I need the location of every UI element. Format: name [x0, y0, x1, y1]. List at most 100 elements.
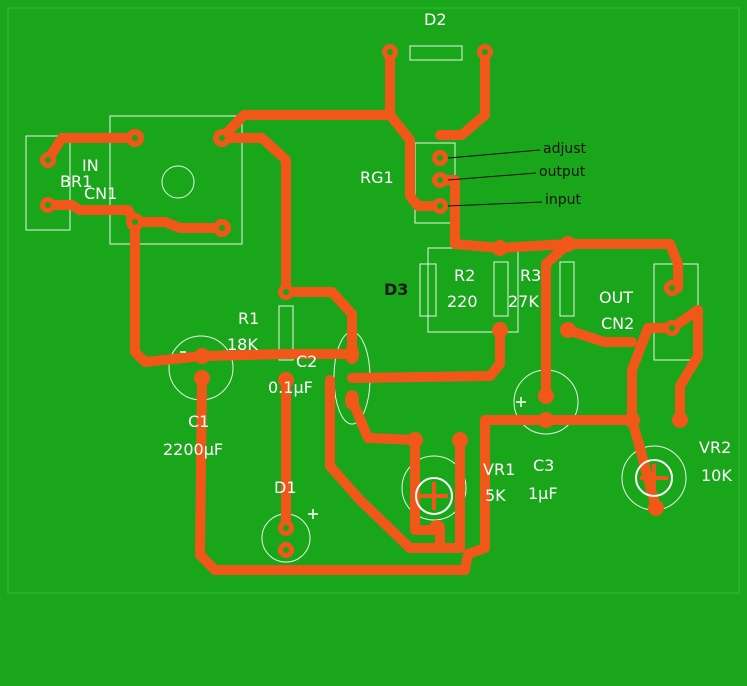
- trace-cn1-to-r1: [217, 133, 291, 297]
- pot-adjust-marks: [415, 459, 673, 515]
- label-d1: D1: [274, 478, 297, 497]
- trace-r1-top: [281, 287, 357, 359]
- polarity-marks: [180, 351, 526, 519]
- label-c2: C2: [296, 352, 318, 371]
- hole: [669, 285, 675, 291]
- label-c1-value: 2200µF: [163, 440, 224, 459]
- vr1-knob: [415, 477, 453, 515]
- hole: [283, 525, 289, 531]
- vr2-knob: [635, 459, 673, 497]
- label-c3-value: 1µF: [528, 484, 558, 503]
- label-input: input: [545, 192, 582, 208]
- r3-body: [559, 261, 575, 317]
- cn1-mount-hole: [161, 165, 195, 199]
- trace-d2-right: [435, 47, 490, 140]
- label-c3: C3: [533, 456, 555, 475]
- trace-r3-bottom: [563, 325, 637, 347]
- trace-bridge-bottom: [43, 200, 140, 227]
- pad-r3-top: [560, 236, 576, 252]
- label-d2: D2: [424, 10, 447, 29]
- label-vr2: VR2: [699, 438, 732, 457]
- label-r3: R3: [520, 266, 542, 285]
- trace-c1-to-c2: [197, 349, 357, 361]
- label-r2-value: 220: [447, 292, 478, 311]
- label-output: output: [539, 164, 586, 180]
- label-vr1: VR1: [483, 460, 516, 479]
- hole: [132, 135, 138, 141]
- label-r3-value: 27K: [508, 292, 539, 311]
- pad-c1-plus: [194, 348, 210, 364]
- board-outline: [7, 7, 740, 594]
- pad-r2-bottom: [492, 322, 508, 338]
- cn1-outline: [109, 115, 243, 245]
- label-r1: R1: [238, 309, 260, 328]
- annotation-leaders: [447, 149, 543, 207]
- label-vr1-value: 5K: [485, 486, 506, 505]
- pad-c2-2: [345, 390, 359, 410]
- output-leader: [447, 172, 537, 181]
- pad-r2-top: [492, 240, 508, 256]
- label-c2-value: 0.1µF: [268, 378, 313, 397]
- trace-cn1-right: [130, 217, 227, 233]
- d3-body: [419, 263, 437, 317]
- pad-r1-bottom: [278, 372, 294, 388]
- label-cn2: CN2: [601, 314, 635, 333]
- pad-vr1-wiper: [429, 520, 445, 536]
- br1-outline: [25, 135, 71, 231]
- hole: [437, 203, 443, 209]
- trace-vr2-wiper: [627, 415, 661, 513]
- pad-c1-minus: [194, 370, 210, 386]
- pad-c2-1: [345, 344, 359, 364]
- label-vr2-value: 10K: [701, 466, 732, 485]
- pad-c3-1: [538, 388, 554, 404]
- trace-main-rail: [217, 47, 395, 143]
- adjust-leader: [447, 149, 541, 159]
- trace-cn2-vr2: [667, 305, 703, 425]
- hole: [437, 155, 443, 161]
- label-c1: C1: [188, 412, 210, 431]
- hole: [45, 157, 51, 163]
- r2-body: [493, 261, 509, 317]
- trace-rg1-output: [435, 175, 683, 293]
- trace-c3-ground: [480, 323, 677, 425]
- pad-vr2-2: [672, 412, 688, 428]
- label-br1: BR1: [60, 172, 93, 191]
- trace-c1-feed: [130, 217, 207, 367]
- hole: [482, 49, 488, 55]
- pad-c3-2: [538, 412, 554, 428]
- hole: [387, 49, 393, 55]
- hole: [283, 547, 289, 553]
- label-r1-value: 18K: [227, 335, 258, 354]
- pad-vr1-2: [452, 432, 468, 448]
- pads-layer: [40, 44, 688, 558]
- pad-r3-bottom: [560, 322, 576, 338]
- label-d3: D3: [384, 280, 409, 299]
- hole: [45, 202, 51, 208]
- label-out: OUT: [599, 288, 634, 307]
- d2-outline: [409, 45, 463, 61]
- label-adjust: adjust: [543, 141, 587, 157]
- hole: [437, 177, 443, 183]
- label-r2: R2: [454, 266, 476, 285]
- trace-rg1-input: [385, 110, 445, 211]
- hole: [669, 325, 675, 331]
- trace-bridge-top: [43, 133, 140, 165]
- hole: [283, 289, 289, 295]
- trace-vr1-ground: [325, 375, 465, 553]
- pad-vr2-1: [624, 412, 640, 428]
- pad-vr1-1: [407, 432, 423, 448]
- trace-r2-loop: [347, 325, 505, 383]
- trace-c1-negative: [195, 373, 490, 575]
- label-in: IN: [82, 156, 99, 175]
- hole: [219, 135, 225, 141]
- pad-vr2-wiper: [648, 500, 664, 516]
- vr1-outline: [401, 455, 467, 521]
- label-cn1: CN1: [84, 184, 118, 203]
- label-rg1: RG1: [360, 168, 394, 187]
- hole: [219, 225, 225, 231]
- traces-layer: [43, 47, 703, 575]
- r1-body: [278, 305, 294, 361]
- hole: [132, 219, 138, 225]
